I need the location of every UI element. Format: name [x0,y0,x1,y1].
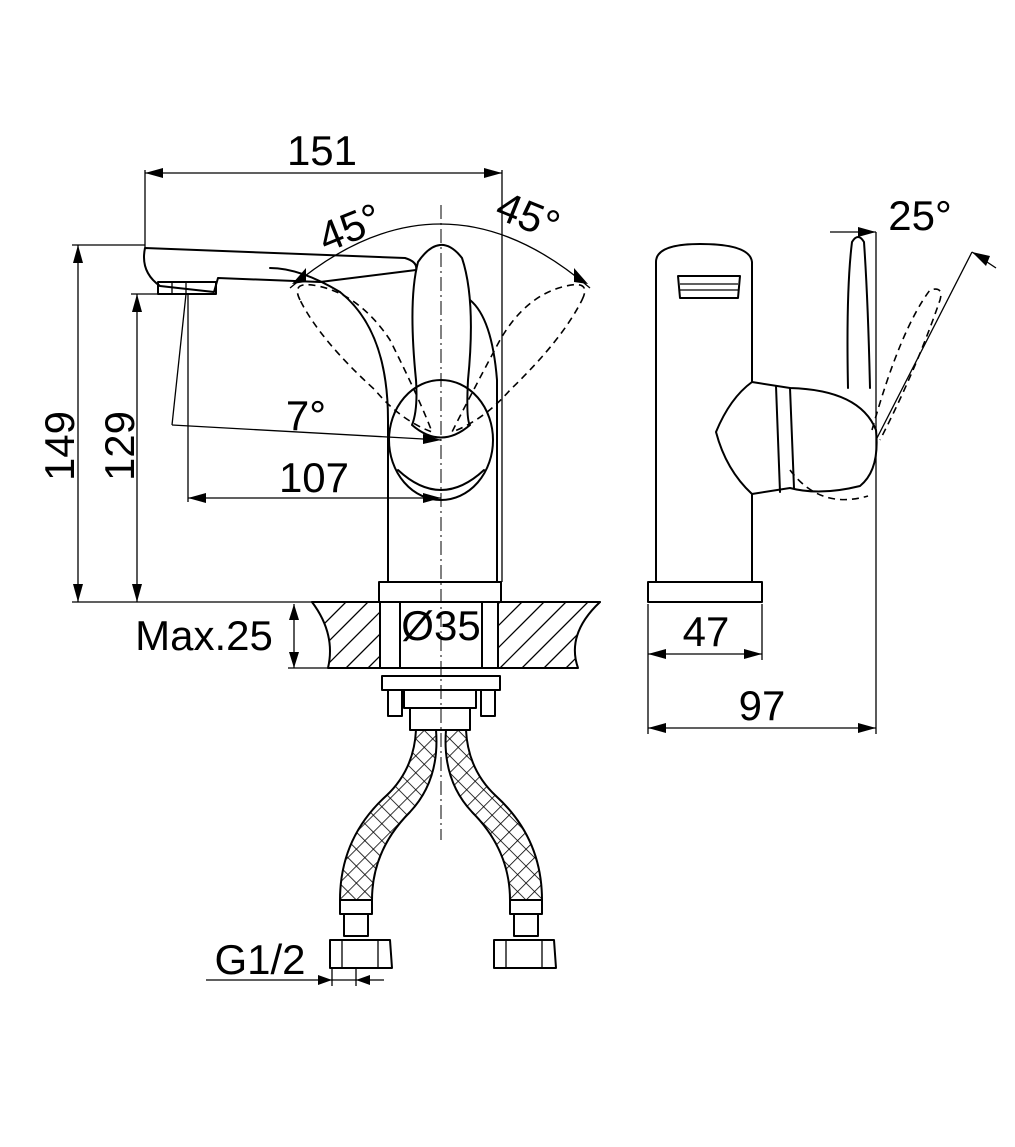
side-handle [846,236,871,389]
hose-right [444,729,544,901]
hose-left [338,729,438,901]
hatch-line [521,602,589,668]
handle-left-position [296,283,434,434]
hatch-line [587,602,600,668]
dim-side-depth: 97 [739,682,786,729]
handle-right-position [450,283,586,434]
dim-max-deck: Max.25 [135,612,273,659]
handle-center [411,243,472,439]
hatch-line [499,602,567,668]
dim-hole-diameter: Ø35 [401,602,480,649]
base-ring [378,581,502,603]
side-outlet [677,275,741,299]
dim-handle-tilt: 25° [888,192,952,239]
dim-overall-width: 151 [287,127,357,174]
dim-swivel-left: 45° [312,194,388,261]
hatch-line [477,602,545,668]
fitting-right [493,899,557,969]
dim-spout-reach: 107 [279,454,349,501]
dim-connection: G1/2 [214,936,305,983]
side-view: 25° 47 97 [647,192,997,734]
side-handle-tilted [871,288,942,441]
dim-base-width: 47 [683,608,730,655]
faucet-body [339,291,498,583]
aerator [157,281,217,295]
hatch-line [610,602,676,668]
fitting-left [329,899,393,969]
hatch-line [312,602,369,668]
side-base-ring [647,581,763,603]
dim-total-height: 149 [36,411,83,481]
mounting-deck [311,601,676,669]
side-lever [715,381,878,495]
front-view: 151 45° 45° 149 129 7° 107 [36,127,676,986]
spout [143,247,418,293]
dim-spout-tilt: 7° [286,392,326,439]
hatch-line [312,602,347,668]
dim-spout-height: 129 [96,411,143,481]
side-body [655,243,753,583]
